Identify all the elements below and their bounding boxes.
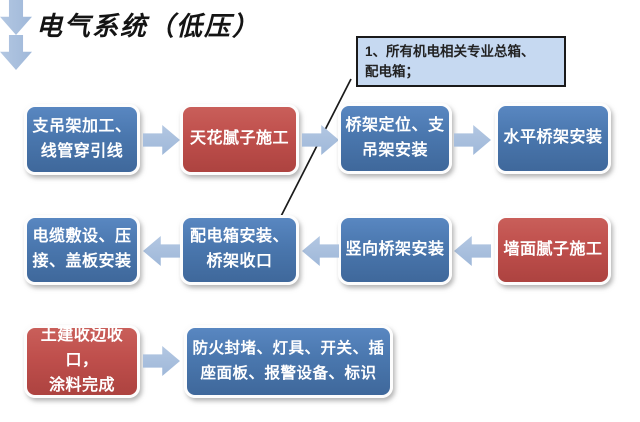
- arrow-right-icon: [302, 125, 339, 155]
- arrow-right-icon: [454, 125, 491, 155]
- step-vertical-tray-install: 竖向桥架安装: [338, 215, 452, 285]
- step-support-fabrication: 支吊架加工、 线管穿引线: [24, 104, 140, 175]
- arrow-right-icon: [143, 125, 180, 155]
- arrow-left-icon: [302, 236, 339, 266]
- step-fire-sealing-devices: 防火封堵、灯具、开关、插 座面板、报警设备、标识: [184, 325, 393, 398]
- step-horizontal-tray-install: 水平桥架安装: [495, 103, 611, 174]
- arrow-down-icon: [0, 0, 32, 35]
- step-distribution-box-install: 配电箱安装、 桥架收口: [180, 215, 299, 285]
- arrow-left-icon: [143, 236, 180, 266]
- page-title: 电气系统（低压）: [36, 12, 261, 41]
- step-tray-positioning: 桥架定位、支 吊架安装: [338, 103, 452, 174]
- arrow-down-icon: [0, 35, 32, 70]
- arrow-left-icon: [454, 236, 491, 266]
- step-ceiling-putty: 天花腻子施工: [180, 104, 299, 175]
- step-wall-putty: 墙面腻子施工: [495, 215, 611, 285]
- step-civil-closeout: 土建收边收口， 涂料完成: [24, 325, 140, 398]
- arrow-right-icon: [143, 346, 180, 376]
- step-cable-laying: 电缆敷设、压 接、盖板安装: [24, 215, 140, 285]
- callout-note: 1、所有机电相关专业总箱、 配电箱；: [356, 36, 566, 87]
